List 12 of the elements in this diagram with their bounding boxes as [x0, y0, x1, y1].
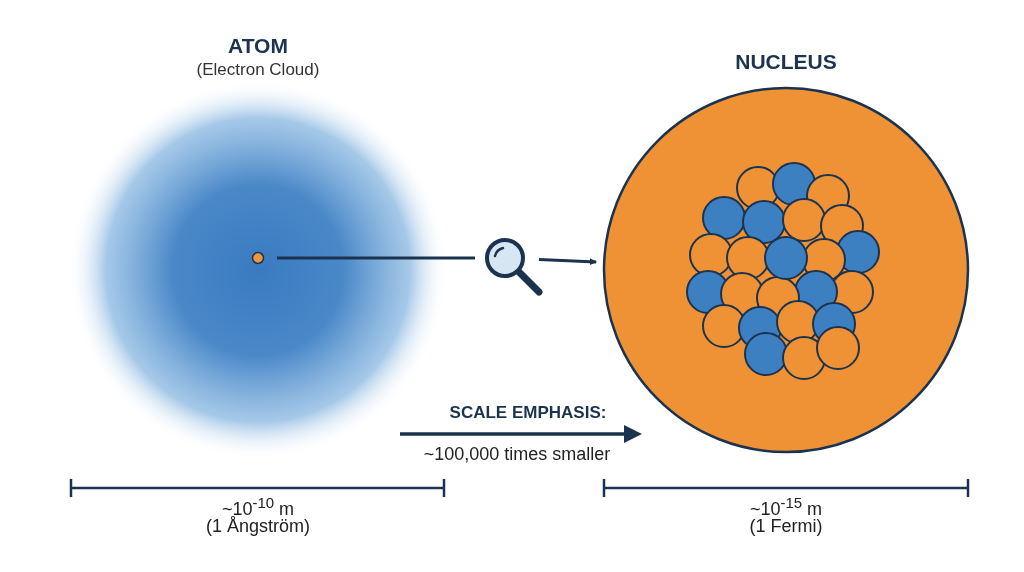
connector-line: [277, 256, 475, 260]
dimension-label: ~10$^{-15}$ m: [749, 499, 823, 519]
dimension-label: (1 Ångström): [206, 516, 310, 536]
nucleus-dot: [250, 250, 266, 266]
subtitle: (Electron Cloud): [195, 60, 321, 80]
connector-line: [538, 257, 597, 266]
dimension-label: (1 Fermi): [749, 516, 823, 536]
scale-heading: SCALE EMPHASIS:: [449, 403, 607, 422]
magnifier-icon: [484, 236, 546, 298]
title: NUCLEUS: [734, 50, 838, 74]
scale-note: ~100,000 times smaller: [423, 444, 611, 464]
title: ATOM: [227, 34, 289, 58]
